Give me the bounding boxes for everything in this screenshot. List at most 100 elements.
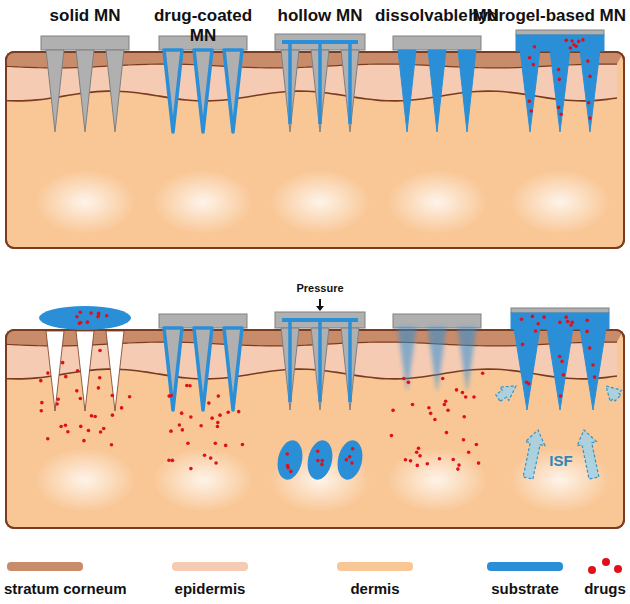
drug-dot [433, 418, 437, 422]
drug-depot [304, 438, 336, 482]
legend-label: epidermis [175, 580, 246, 597]
drug-dot [441, 377, 445, 381]
drug-dot [169, 429, 173, 433]
drug-dot [64, 424, 68, 428]
dissolving-needle [428, 328, 446, 390]
drug-dot [426, 462, 430, 466]
drug-dot [316, 449, 320, 453]
drug-dot [39, 379, 43, 383]
micro-channel [76, 331, 94, 411]
drug-dot [527, 99, 531, 103]
drug-dot [438, 457, 442, 461]
drug-dot [570, 39, 574, 43]
drug-dot [75, 389, 79, 393]
drug-dot [529, 109, 533, 113]
dissolving-needle [428, 50, 446, 132]
drug-dot [110, 394, 114, 398]
drug-dot [39, 409, 43, 413]
drug-dot [560, 360, 564, 364]
drug-dot [217, 394, 221, 398]
drug-dot [320, 463, 324, 467]
drug-dot [214, 461, 218, 465]
drug-dot [404, 458, 408, 462]
dissolving-needle [398, 328, 416, 390]
dissolving-needle [458, 50, 476, 132]
drug-dot [475, 443, 479, 447]
drug-dot [456, 467, 460, 471]
drug-dot [209, 456, 213, 460]
drug-dot [558, 355, 562, 359]
drug-dot [185, 384, 189, 388]
coated-needle [194, 50, 212, 132]
microneedles-after [39, 299, 622, 482]
coated-needle [224, 50, 242, 132]
needle [76, 50, 94, 132]
isf-arrow [577, 430, 599, 479]
drug-dot [417, 447, 421, 451]
drug-dot [409, 459, 413, 463]
drug-dot [461, 391, 465, 395]
drug-dot [534, 329, 538, 333]
drug-dot [443, 403, 447, 407]
drug-dot [564, 39, 568, 43]
hydrogel-needle [520, 50, 540, 132]
drug-dot [559, 394, 563, 398]
coated-needle [164, 328, 182, 410]
coated-needle [164, 50, 182, 132]
drug-dot [216, 425, 220, 429]
drug-dot [415, 450, 419, 454]
drug-dot [416, 464, 420, 468]
drug-dot [289, 470, 293, 474]
mn-type-label: drug-coated MN [147, 6, 259, 45]
hydrogel-needle [580, 328, 606, 410]
drug-dot [569, 46, 573, 50]
legend-label: stratum corneum [4, 580, 127, 597]
drug-dot [351, 447, 355, 451]
drug-dot [591, 363, 595, 367]
drug-dot [402, 377, 406, 381]
drug-dot [82, 439, 86, 443]
channel [288, 320, 292, 402]
legend-swatch [172, 562, 248, 571]
drug-dot [75, 315, 79, 319]
drug-formulation [39, 306, 131, 330]
drug-dot [55, 402, 59, 406]
backing-plate [393, 36, 481, 50]
channel [318, 320, 322, 402]
drug-dot [320, 459, 324, 463]
drug-dot [241, 443, 245, 447]
drug-dot [588, 116, 592, 120]
micro-channel [46, 331, 64, 411]
hydrogel-needle [550, 50, 570, 132]
drug-dot [237, 410, 241, 414]
drug-dot [464, 395, 468, 399]
drug-dot [180, 411, 184, 415]
drug-dot [99, 430, 103, 434]
drug-dot [102, 427, 106, 431]
drug-dot [462, 415, 466, 419]
channel [348, 320, 352, 402]
drug-dot [445, 431, 449, 435]
drug-dot [171, 459, 175, 463]
drug-dot [520, 317, 524, 321]
drug-dot [120, 406, 124, 410]
drug-dot [593, 375, 597, 379]
drug-dot [86, 320, 90, 324]
drug-dot [189, 415, 193, 419]
backing-plate [511, 308, 609, 313]
annotation-label: Pressure [296, 282, 343, 295]
drug-dot [189, 467, 193, 471]
drug-dot [418, 454, 422, 458]
drug-dot [570, 320, 574, 324]
drug-dot [105, 314, 109, 318]
drug-dot [532, 63, 536, 67]
backing-plate [159, 314, 247, 328]
drug-dot [316, 459, 320, 463]
drug-dot [78, 322, 82, 326]
drug-dot [585, 330, 589, 334]
drug-dot [429, 412, 433, 416]
dissolving-needle [398, 50, 416, 132]
hydrogel-needle [580, 50, 600, 132]
drug-dot [111, 413, 115, 417]
